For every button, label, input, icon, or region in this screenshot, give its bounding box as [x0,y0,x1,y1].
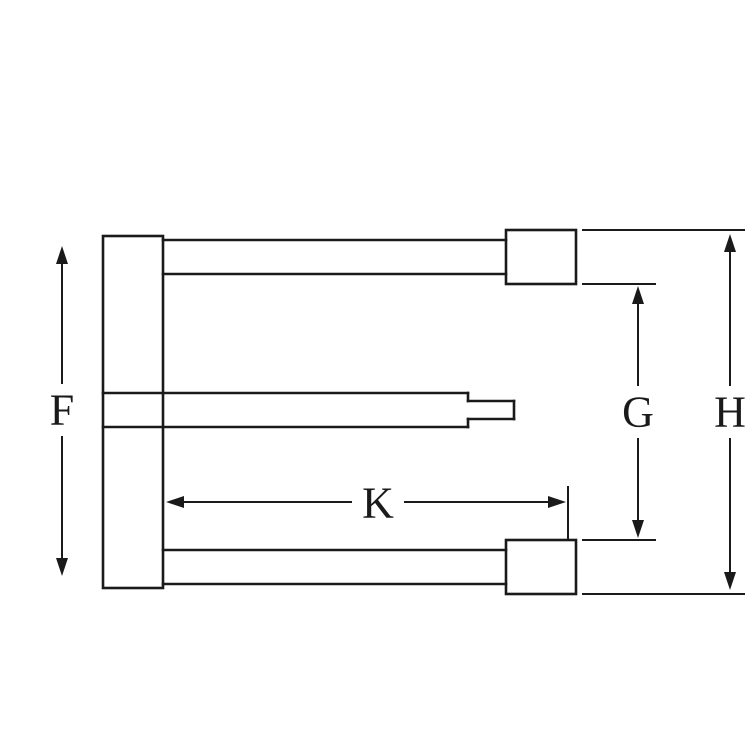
arrow-up-icon [632,286,644,304]
dim-label-f: F [50,386,74,435]
arrow-down-icon [632,520,644,538]
middle-arm [101,391,516,429]
arrow-down-icon [56,558,68,576]
top-arm-end-block [504,228,578,286]
bottom-arm-end-block [504,538,578,596]
arrow-up-icon [724,234,736,252]
middle-arm-tip [466,399,516,421]
dim-label-h: H [714,388,746,437]
dimension-g: G [582,283,656,541]
arrow-right-icon [548,496,566,508]
dim-label-k: K [362,479,394,528]
dimension-f: F [50,246,74,576]
main-body-outline [101,234,165,590]
arrow-left-icon [166,496,184,508]
dimension-k: K [166,479,569,540]
arrow-up-icon [56,246,68,264]
part-outline [101,228,578,596]
bottom-arm [161,538,578,596]
dim-label-g: G [622,388,654,437]
arrow-down-icon [724,572,736,590]
dimension-h: H [582,229,746,595]
top-arm [161,228,578,286]
